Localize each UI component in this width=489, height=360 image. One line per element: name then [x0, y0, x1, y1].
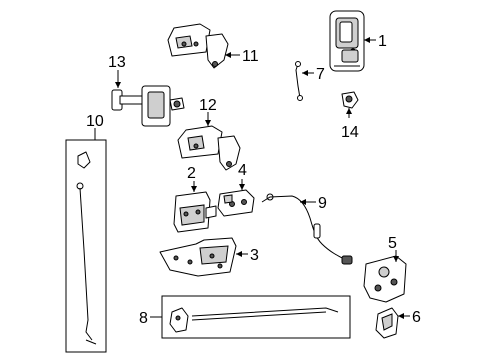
callout-14: 14	[341, 108, 359, 141]
part-14-clip	[341, 91, 359, 109]
part-1-outside-handle	[329, 10, 365, 72]
part-11-upper-hinge	[167, 23, 229, 69]
part-8-rod-assembly	[161, 295, 351, 339]
part-4-bracket	[217, 189, 255, 217]
callout-3: 3	[236, 247, 259, 264]
svg-text:3: 3	[250, 247, 259, 264]
part-6-latch-cover	[375, 307, 399, 339]
callout-12: 12	[199, 97, 217, 126]
callout-8: 8	[139, 310, 162, 327]
callout-7: 7	[302, 66, 325, 83]
svg-text:14: 14	[341, 124, 359, 141]
callout-10: 10	[86, 113, 104, 140]
part-3-mounting-plate	[159, 237, 237, 277]
callout-2: 2	[187, 165, 197, 192]
svg-text:7: 7	[316, 66, 325, 83]
part-2-latch-plate	[173, 191, 217, 233]
svg-text:13: 13	[108, 54, 126, 71]
svg-text:9: 9	[318, 195, 327, 212]
part-12-lower-hinge	[177, 125, 241, 171]
svg-text:2: 2	[187, 165, 196, 182]
svg-text:11: 11	[242, 48, 259, 65]
callout-5: 5	[388, 235, 399, 262]
svg-text:4: 4	[238, 162, 247, 179]
part-5-latch	[363, 255, 407, 303]
svg-text:10: 10	[86, 113, 104, 130]
svg-text:1: 1	[378, 33, 387, 50]
callout-9: 9	[300, 195, 327, 212]
callout-6: 6	[398, 309, 421, 326]
svg-text:6: 6	[412, 309, 421, 326]
svg-text:8: 8	[139, 310, 148, 327]
part-9-cable	[261, 193, 353, 265]
callout-13: 13	[108, 54, 126, 88]
part-10-rod-assembly	[65, 139, 107, 353]
part-7-rod	[295, 61, 303, 101]
callout-4: 4	[238, 162, 247, 190]
svg-text:5: 5	[388, 235, 397, 252]
callout-11: 11	[225, 48, 259, 65]
callout-1: 1	[364, 33, 387, 50]
part-13-door-check	[111, 85, 185, 127]
svg-text:12: 12	[199, 97, 217, 114]
